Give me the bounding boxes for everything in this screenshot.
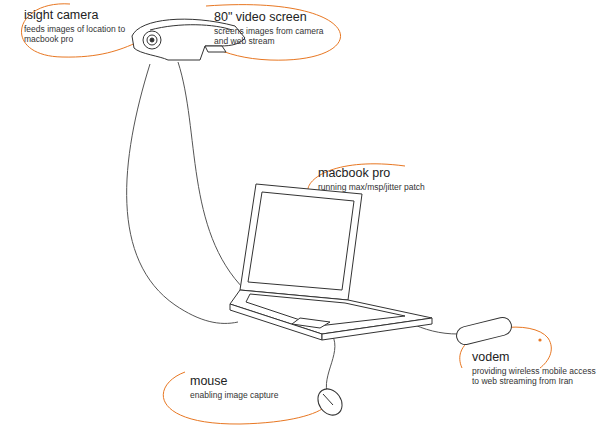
callout-title: vodem <box>472 350 572 364</box>
callout-arcs <box>21 4 551 424</box>
mouse <box>313 384 347 420</box>
callout-text: feeds images of location to macbook pro <box>24 24 134 44</box>
callout-title: macbook pro <box>318 166 438 180</box>
vodem <box>455 315 514 346</box>
cables <box>127 62 458 395</box>
callout-title: mouse <box>190 374 290 388</box>
callout-text: enabling image capture <box>190 390 300 400</box>
callout-text: providing wireless mobile access to web … <box>472 366 596 386</box>
callout-text: screens images from camera and web strea… <box>214 26 326 46</box>
callout-title: 80" video screen <box>214 10 344 24</box>
callout-title: isight camera <box>24 8 144 22</box>
callout-text: running max/msp/jitter patch <box>318 182 458 192</box>
laptop <box>230 184 432 340</box>
